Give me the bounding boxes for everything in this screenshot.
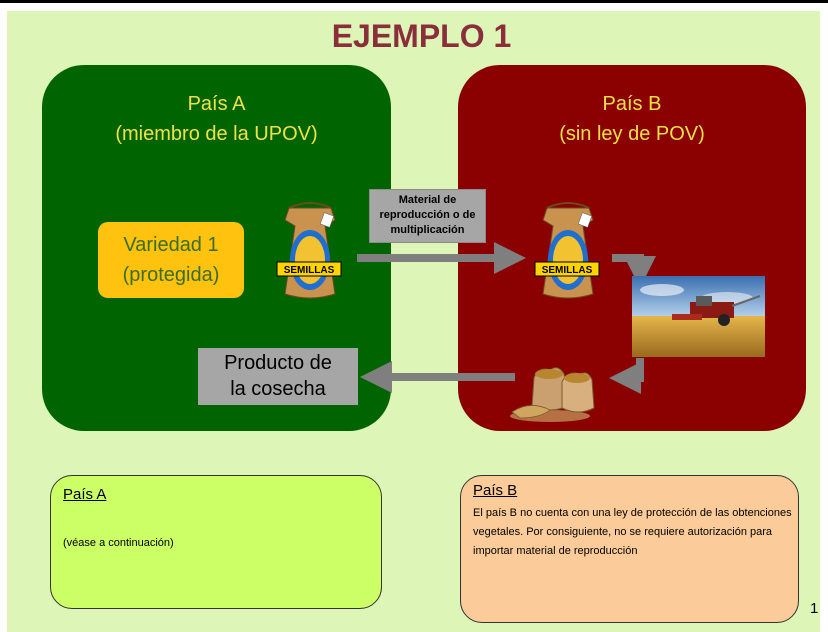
note-country-b: País B El país B no cuenta con una ley d… (460, 475, 799, 623)
variety-line1: Variedad 1 (123, 234, 219, 256)
product-line2: la cosecha (230, 378, 326, 400)
country-b-title: País B (sin ley de POV) (458, 89, 806, 149)
svg-text:SEMILLAS: SEMILLAS (284, 265, 335, 276)
note-country-a: País A (véase a continuación) (50, 475, 382, 609)
grain-sacks-icon (510, 360, 608, 422)
arrow-to-harvest (612, 254, 656, 288)
arrow-to-grain (609, 358, 644, 394)
seed-bag-icon: SEMILLAS (533, 198, 603, 302)
product-line1: Producto de (224, 352, 332, 374)
country-a-title: País A (miembro de la UPOV) (42, 89, 391, 149)
page-number: 1 (810, 600, 819, 617)
country-b-subtitle: (sin ley de POV) (559, 123, 705, 145)
note-a-text: (véase a continuación) (63, 537, 174, 549)
material-label: Material de reproducción o de multiplica… (369, 189, 486, 243)
variety-box: Variedad 1 (protegida) (98, 222, 244, 298)
variety-line2: (protegida) (122, 264, 220, 286)
note-b-text: El país B no cuenta con una ley de prote… (473, 507, 792, 557)
country-a-subtitle: (miembro de la UPOV) (115, 123, 318, 145)
seed-bag-icon: SEMILLAS (275, 198, 345, 302)
country-a-name: País A (187, 93, 246, 115)
svg-text:SEMILLAS: SEMILLAS (542, 265, 593, 276)
note-a-heading: País A (63, 486, 107, 503)
note-b-heading: País B (473, 482, 518, 499)
harvester-photo (632, 276, 765, 357)
product-label: Producto de la cosecha (198, 348, 358, 405)
slide-title: EJEMPLO 1 (331, 18, 512, 54)
country-b-name: País B (602, 93, 662, 115)
